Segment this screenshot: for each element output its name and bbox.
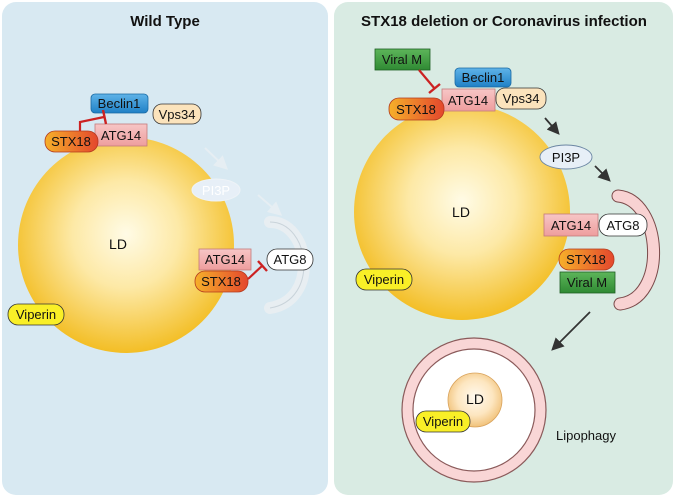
viral-m-label: Viral M bbox=[382, 52, 422, 67]
lipid-droplet bbox=[354, 104, 570, 320]
inhibition-line bbox=[78, 115, 105, 131]
beclin1-label: Beclin1 bbox=[98, 96, 141, 111]
faint-arrow bbox=[204, 147, 229, 170]
stx18-node bbox=[194, 270, 249, 293]
atg14-label: ATG14 bbox=[551, 218, 591, 233]
lipid-droplet bbox=[18, 137, 234, 353]
ld-label: LD bbox=[466, 391, 484, 407]
beclin1-label: Beclin1 bbox=[462, 70, 505, 85]
inhibition-bar bbox=[101, 109, 108, 125]
viral-m-node bbox=[374, 48, 431, 71]
viperin-node bbox=[415, 410, 471, 433]
right-panel-title: STX18 deletion or Coronavirus infection bbox=[361, 13, 647, 30]
faint-arrow bbox=[257, 194, 283, 216]
stx18-label: STX18 bbox=[396, 102, 436, 117]
ld-label: LD bbox=[452, 204, 470, 220]
atg14-node bbox=[198, 248, 252, 271]
pi3p-node-faint bbox=[191, 178, 241, 202]
atg14-label: ATG14 bbox=[205, 252, 245, 267]
vps34-label: Vps34 bbox=[503, 91, 540, 106]
stx18-label: STX18 bbox=[201, 274, 241, 289]
left-panel-title: Wild Type bbox=[130, 13, 200, 30]
vps34-node bbox=[495, 87, 547, 110]
atg14-label: ATG14 bbox=[448, 93, 488, 108]
inhibition-bar bbox=[428, 83, 441, 94]
lipophagy-label: Lipophagy bbox=[556, 428, 616, 443]
activation-arrow bbox=[551, 311, 591, 351]
stx18-node bbox=[388, 97, 445, 121]
ld-label: LD bbox=[109, 236, 127, 252]
viperin-node bbox=[355, 268, 413, 291]
atg8-label: ATG8 bbox=[274, 252, 307, 267]
atg8-node bbox=[266, 248, 314, 271]
viral-m-node bbox=[559, 271, 616, 294]
inhibition-line bbox=[418, 69, 436, 90]
atg14-label: ATG14 bbox=[101, 128, 141, 143]
activation-arrow bbox=[544, 117, 560, 135]
pi3p-label: PI3P bbox=[202, 183, 230, 198]
stx18-node bbox=[44, 130, 99, 153]
viperin-node bbox=[7, 303, 65, 326]
vps34-label: Vps34 bbox=[159, 107, 196, 122]
viperin-label: Viperin bbox=[16, 307, 56, 322]
beclin1-node bbox=[454, 67, 512, 88]
pi3p-node bbox=[539, 144, 593, 170]
beclin1-node bbox=[90, 93, 149, 114]
viral-m-label: Viral M bbox=[567, 275, 607, 290]
stx18-label: STX18 bbox=[566, 252, 606, 267]
inhibition-line bbox=[247, 265, 263, 280]
pi3p-label: PI3P bbox=[552, 150, 580, 165]
activation-arrow bbox=[594, 165, 611, 182]
atg14-node bbox=[441, 88, 496, 112]
atg8-label: ATG8 bbox=[607, 218, 640, 233]
stx18-label: STX18 bbox=[51, 134, 91, 149]
atg8-node bbox=[598, 213, 648, 237]
phagophore-fill bbox=[612, 190, 659, 310]
vps34-node bbox=[152, 103, 202, 125]
viperin-label: Viperin bbox=[364, 272, 404, 287]
stx18-node bbox=[558, 248, 615, 271]
viperin-label: Viperin bbox=[423, 414, 463, 429]
atg14-node bbox=[543, 213, 599, 237]
inhibition-bar bbox=[257, 260, 268, 272]
